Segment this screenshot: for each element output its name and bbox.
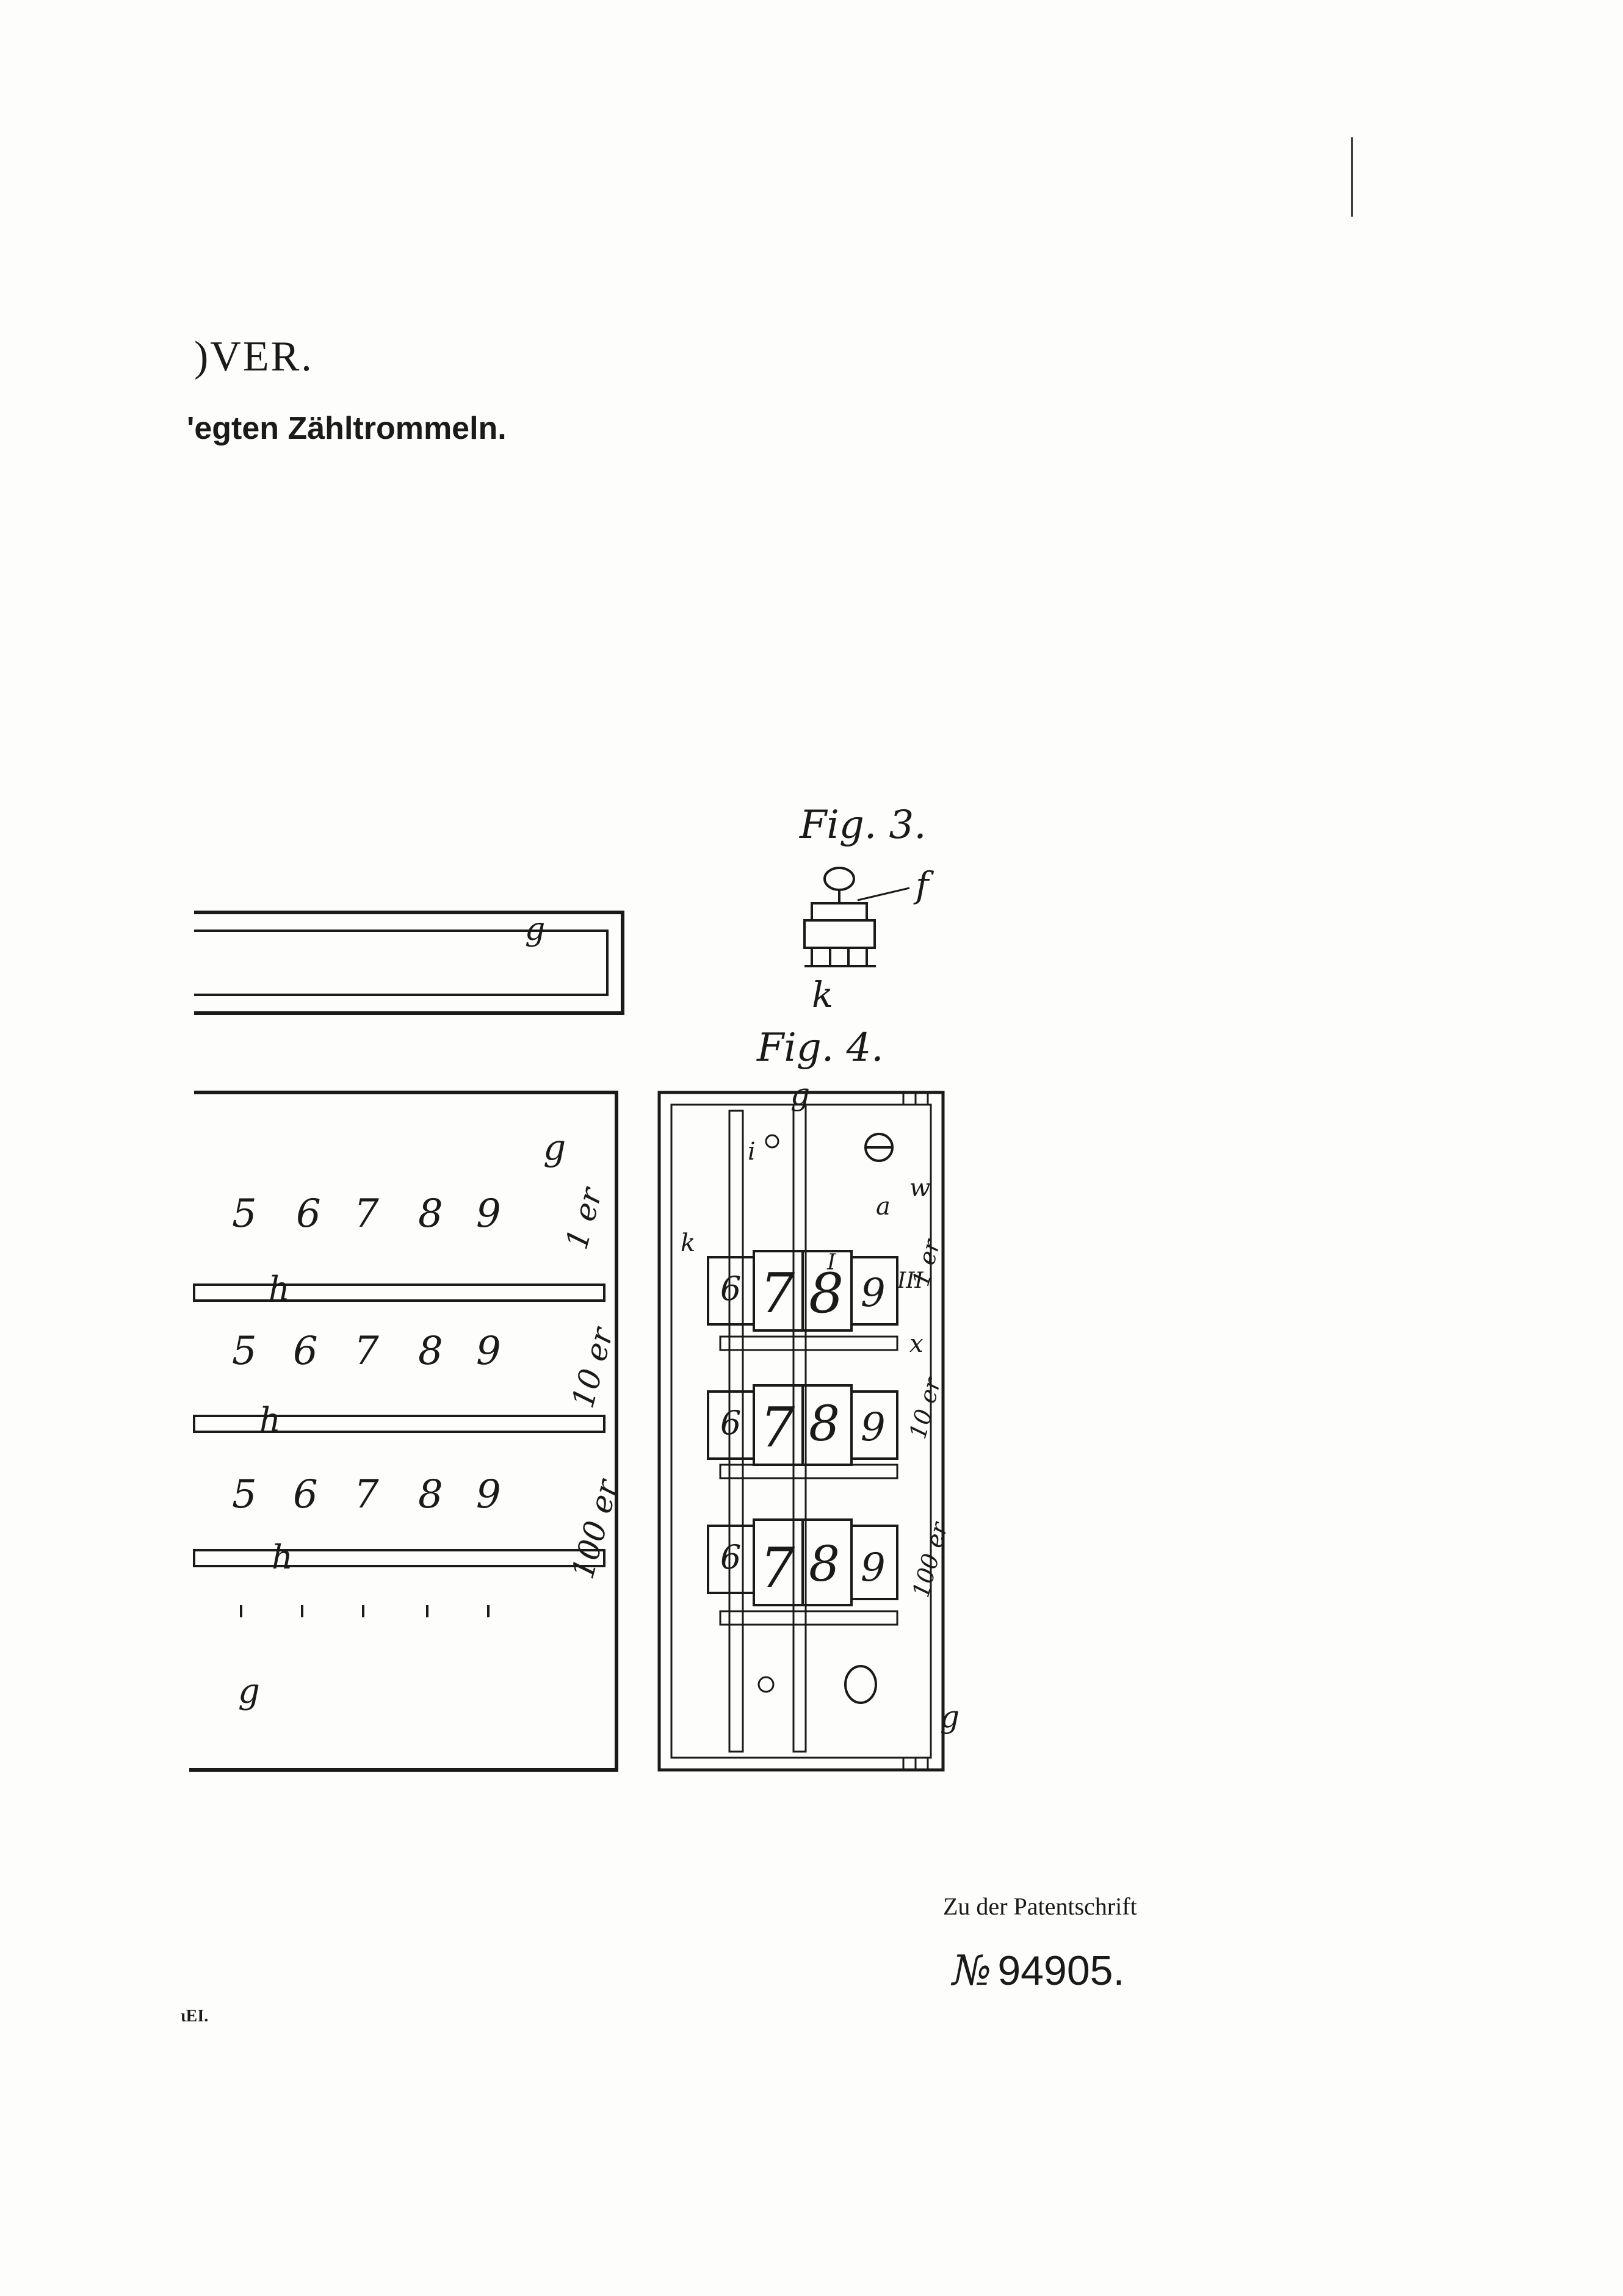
fig4-label-I: I	[826, 1250, 836, 1275]
counter-frame-drawing: g 5 6 7 8 9 1 er h 5 6 7 8 9 10 er h 5 6…	[189, 1091, 626, 1772]
header-name-fragment: )VER.	[194, 333, 314, 380]
fig4-label-III: III	[897, 1268, 924, 1293]
patent-symbol: №	[952, 1947, 992, 1995]
bar-label-3: h	[272, 1538, 293, 1576]
row1-digit-8: 8	[418, 1191, 443, 1236]
fig4-label-10er: 10 er	[904, 1374, 946, 1442]
drum1-digit-6: 6	[720, 1269, 741, 1308]
drum2-digit-9: 9	[861, 1405, 886, 1450]
drum1-digit-9: 9	[861, 1271, 886, 1316]
drum1-digit-8: 8	[809, 1262, 844, 1326]
frame-label-g: g	[543, 1127, 566, 1168]
frame-label-top: g	[525, 911, 545, 948]
row3-digit-6: 6	[293, 1472, 318, 1517]
drum3-digit-6: 6	[720, 1538, 741, 1576]
row3-digit-9: 9	[476, 1472, 501, 1517]
row1-digit-6: 6	[296, 1191, 321, 1236]
fig3-drawing: f k	[803, 864, 934, 1016]
row2-label: 10 er	[565, 1323, 621, 1412]
fig4-label-100er: 100 er	[907, 1518, 953, 1600]
drum2-digit-7: 7	[760, 1396, 795, 1460]
top-frame-drawing: g	[194, 911, 624, 1015]
printer-fragment: ɩEI.	[181, 2007, 209, 2026]
fig3-label: Fig. 3.	[800, 803, 927, 848]
bar-label-2: h	[259, 1401, 281, 1439]
fig4-label-g-bottom: g	[940, 1699, 960, 1735]
bar-label-1: h	[269, 1269, 290, 1308]
fig4-label-k: k	[681, 1229, 695, 1257]
patent-reference: Zu der Patentschrift	[943, 1893, 1137, 1920]
patent-number-value: 94905.	[997, 1948, 1125, 1994]
fig4-label-1er: 1 er	[907, 1235, 945, 1289]
row2-digit-8: 8	[418, 1329, 443, 1374]
fig4-drawing: 6 7 8 9 6 7 8 9 6 7 8 9 g g i a w k x I …	[657, 1077, 960, 1772]
row3-digit-7: 7	[354, 1472, 379, 1517]
header-title-fragment: 'egten Zähltrommeln.	[187, 411, 507, 446]
fig4-label: Fig. 4.	[757, 1025, 884, 1070]
row1-digit-9: 9	[476, 1191, 501, 1236]
fig4-label-w: w	[909, 1174, 930, 1202]
fig4-label-x: x	[909, 1330, 924, 1358]
drum2-digit-6: 6	[720, 1404, 741, 1442]
row1-label: 1 er	[559, 1182, 610, 1253]
row3-digit-8: 8	[418, 1472, 443, 1517]
row2-digit-9: 9	[476, 1329, 501, 1374]
row3-digit-5: 5	[232, 1472, 257, 1517]
drum3-digit-9: 9	[861, 1545, 886, 1590]
row2-digit-7: 7	[354, 1329, 379, 1374]
row1-digit-7: 7	[354, 1191, 379, 1236]
fig4-label-g-top: g	[790, 1077, 810, 1112]
drum3-digit-8: 8	[809, 1536, 840, 1592]
fig4-label-a: a	[876, 1193, 891, 1221]
fig4-label-i: i	[748, 1138, 756, 1166]
drum1-digit-7: 7	[760, 1262, 795, 1326]
row1-digit-5: 5	[232, 1191, 257, 1236]
row2-digit-5: 5	[232, 1329, 257, 1374]
drum3-digit-7: 7	[760, 1536, 795, 1600]
row2-digit-6: 6	[293, 1329, 318, 1374]
fig3-label-f: f	[913, 864, 934, 906]
frame-label-g-bottom: g	[238, 1672, 260, 1711]
fig3-label-k: k	[812, 974, 833, 1016]
drum2-digit-8: 8	[809, 1395, 840, 1452]
